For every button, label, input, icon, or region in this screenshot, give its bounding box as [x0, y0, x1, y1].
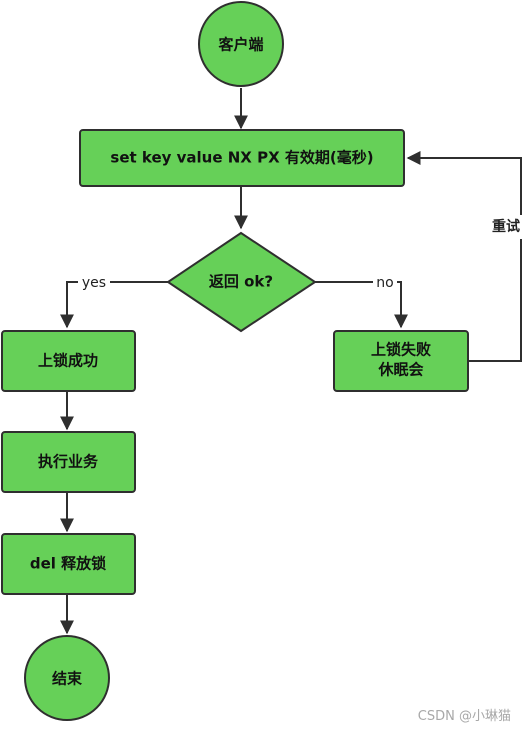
decision-label: 返回 ok?: [209, 273, 273, 291]
end-node: [24, 635, 110, 721]
client-label: 客户端: [217, 36, 263, 54]
edge-decision-no: [315, 281, 408, 329]
execute-node: [1, 431, 136, 493]
edge-decision-yes: [60, 281, 168, 329]
client-node: [198, 1, 284, 87]
lock-success-node: [1, 330, 136, 392]
yes-label: yes: [82, 275, 106, 291]
retry-label: 重试: [492, 218, 520, 235]
set-key-label: set key value NX PX 有效期(毫秒): [110, 149, 373, 167]
csdn-watermark: CSDN @小琳猫: [417, 709, 511, 724]
no-label: no: [376, 275, 393, 291]
release-node: [1, 533, 136, 595]
set-key-node: [79, 129, 405, 187]
lock-fail-label-line2: 休眠会: [377, 361, 423, 379]
lock-fail-node: [333, 330, 469, 392]
edge-retry: [406, 151, 522, 362]
lock-success-label: 上锁成功: [38, 352, 98, 370]
yes-label-bg: [78, 272, 110, 292]
end-label: 结束: [52, 670, 83, 688]
execute-label: 执行业务: [38, 453, 99, 471]
decision-node: [166, 231, 317, 333]
release-label: del 释放锁: [30, 555, 106, 573]
retry-label-bg: [503, 215, 525, 239]
lock-fail-label-line1: 上锁失败: [371, 341, 431, 359]
no-label-bg: [373, 272, 397, 292]
